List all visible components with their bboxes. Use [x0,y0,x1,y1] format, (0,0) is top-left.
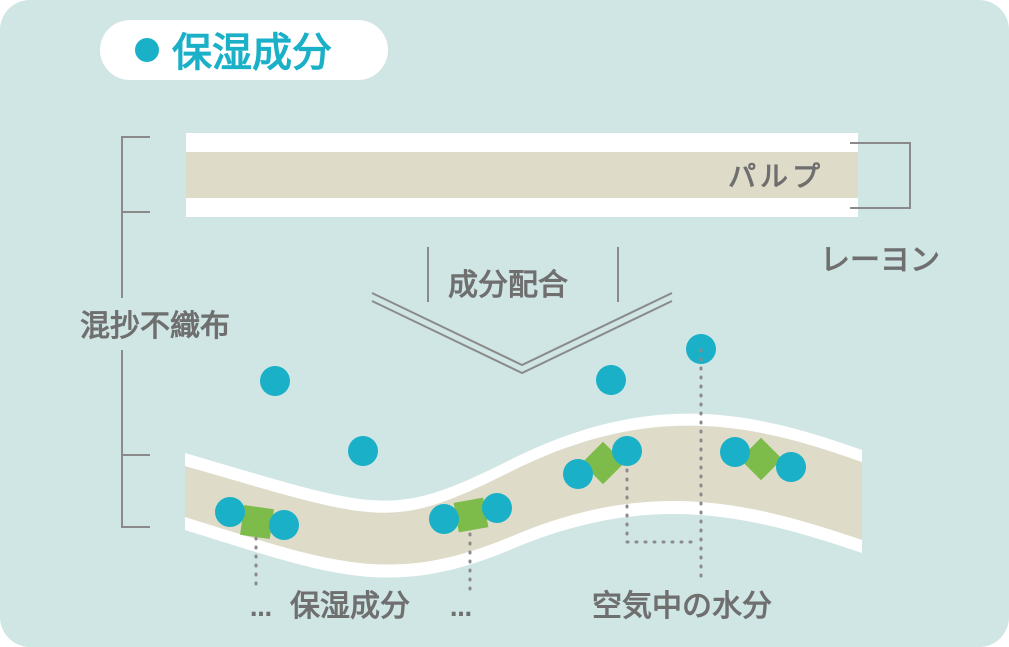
rayon-bracket [850,142,911,209]
rayon-bracket-line [850,142,911,209]
water-dot [269,510,299,540]
flat-sheet: パルプ [186,133,858,217]
nonwoven-bracket-bottom [121,350,150,528]
water-dot [720,437,750,467]
moisturizer-square [240,505,274,539]
pulp-label: パルプ [728,160,824,193]
title-pill: 保湿成分 [100,20,388,80]
water-dot [596,365,626,395]
arrow-inner [371,300,673,375]
cluster-1 [215,497,299,540]
leader-air-left [625,450,699,544]
water-dot [429,504,459,534]
water-dot [612,436,642,466]
water-dot [260,366,290,396]
rayon-label: レーヨン [820,243,940,278]
water-dot [348,436,378,466]
nonwoven-label: 混抄不織布 [80,309,230,344]
arrow-outer [371,292,673,367]
leader-lines [254,348,703,594]
pulp-layer [186,152,858,198]
title-pill-bg [100,20,388,80]
wavy-sheet [185,413,862,578]
blend-arrow [371,247,673,375]
nonwoven-bracket-top [121,136,150,298]
moisturizer-dots-left: … [250,597,272,622]
water-dot [215,497,245,527]
wavy-sheet-pulp [185,425,862,565]
water-dot [482,493,512,523]
page-title: 保湿成分 [172,30,332,76]
nonwoven-bracket [121,136,150,528]
moisturizer-label: 保湿成分 [290,589,410,624]
cluster-3 [563,436,642,489]
moisturizer-square [453,497,489,533]
water-dot [776,452,806,482]
title-dot-icon [135,38,159,62]
blend-label: 成分配合 [448,268,568,303]
cluster-2 [429,493,512,534]
moisturizer-dots-right: … [450,597,472,622]
air-moisture-label: 空気中の水分 [592,589,772,624]
water-dot [563,459,593,489]
